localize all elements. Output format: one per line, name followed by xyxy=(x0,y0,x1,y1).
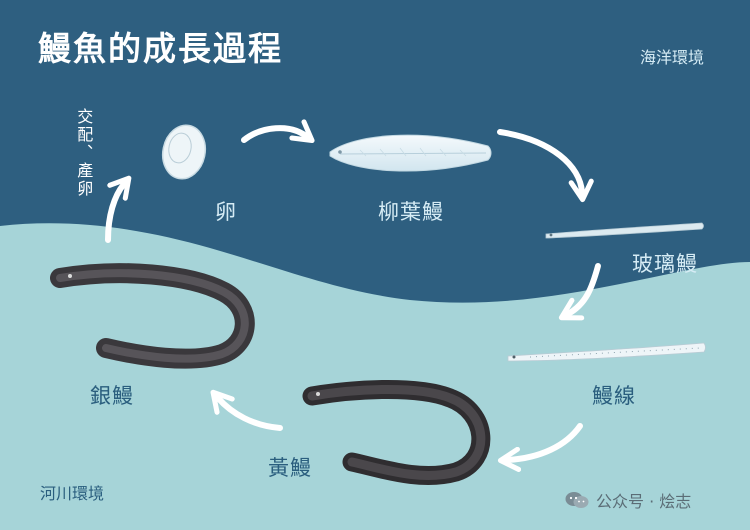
stage-elver-label: 鰻線 xyxy=(592,384,636,408)
river-environment-label: 河川環境 xyxy=(40,484,105,503)
watermark-text: 公众号 · 烩志 xyxy=(596,492,692,511)
egg-illustration xyxy=(161,124,207,180)
stage-leptocephalus-label: 柳葉鰻 xyxy=(378,200,444,224)
arrow-leptocephalus-to-glass-eel xyxy=(497,129,594,203)
silver-eel-illustration xyxy=(50,263,255,369)
stage-glass-eel-label: 玻璃鰻 xyxy=(632,252,698,276)
arrow-silver-eel-to-egg xyxy=(105,175,132,243)
arrow-yellow-eel-to-silver-eel xyxy=(210,389,283,431)
stage-egg-label: 卵 xyxy=(215,200,237,224)
diagram-title: 鰻魚的成長過程 xyxy=(38,29,283,68)
glass-eel-illustration xyxy=(545,222,704,239)
yellow-eel-illustration xyxy=(302,380,491,485)
leptocephalus-illustration xyxy=(329,134,492,172)
ocean-environment-label: 海洋環境 xyxy=(640,48,705,67)
arrow-egg-to-leptocephalus xyxy=(241,119,315,144)
arrow-elver-to-yellow-eel xyxy=(497,423,583,472)
wechat-icon xyxy=(565,492,589,508)
arrow-glass-eel-to-elver xyxy=(558,263,601,321)
spawning-label: 交配、產卵 xyxy=(74,108,94,198)
watermark: 公众号 · 烩志 xyxy=(564,488,691,512)
elver-illustration xyxy=(507,342,706,362)
stage-yellow-eel-label: 黃鰻 xyxy=(268,456,312,480)
stage-silver-eel-label: 銀鰻 xyxy=(90,384,134,408)
